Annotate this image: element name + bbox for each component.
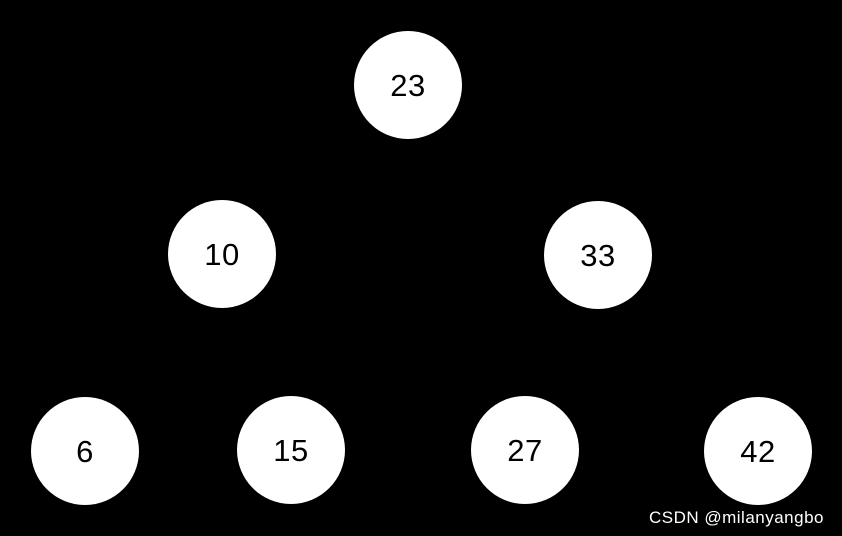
tree-node: 33 (544, 201, 652, 309)
watermark: CSDN @milanyangbo (648, 508, 824, 527)
tree-node-value: 33 (580, 237, 616, 273)
tree-node: 10 (168, 200, 276, 308)
tree-node-value: 27 (507, 432, 543, 468)
tree-node: 42 (704, 397, 812, 505)
tree-node: 6 (31, 397, 139, 505)
tree-node-value: 42 (740, 433, 776, 469)
tree-node: 27 (471, 396, 579, 504)
tree-node-value: 6 (76, 433, 94, 469)
tree-node: 23 (354, 31, 462, 139)
tree-node-value: 23 (390, 67, 426, 103)
tree-node: 15 (237, 396, 345, 504)
tree-node-value: 10 (204, 236, 240, 272)
tree-node-value: 15 (273, 432, 309, 468)
